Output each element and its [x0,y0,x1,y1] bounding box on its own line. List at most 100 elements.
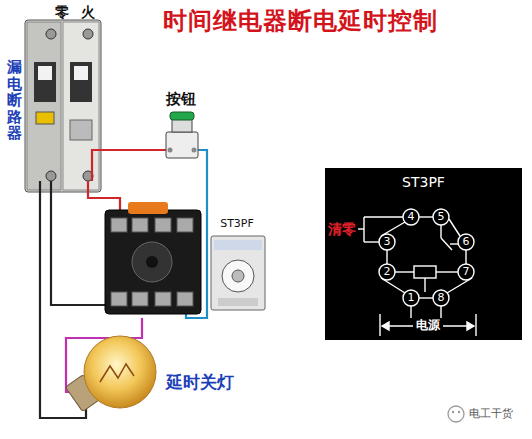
schematic-lines [433,209,449,225]
part-name: 按钮 [166,91,196,108]
pin-number: 2 [384,266,391,279]
schematic-lines [403,209,419,225]
pin-number: 8 [438,292,445,305]
leakage-breaker [70,120,92,140]
schematic-lines [414,266,436,278]
schematic-lines [379,314,380,336]
pin-number: 5 [438,211,445,224]
leakage-breaker [36,112,54,124]
leakage-breaker [83,29,93,39]
live-wire [88,181,120,212]
watermark-icon [458,411,460,413]
model-label: ST3PF [220,218,254,231]
leakage-breaker [63,22,99,190]
schematic-lines [436,271,458,272]
timer-module [214,240,262,250]
relay-socket [111,218,193,306]
schematic-lines [395,271,414,272]
schematic-lines [441,238,452,250]
lamp [84,336,156,408]
relay-socket [155,218,171,232]
timer-module [211,236,265,310]
schematic-lines [382,322,389,330]
schematic-lines [458,234,474,250]
schematic-lines [447,278,472,293]
timer-pin-panel: ST3PF [325,168,522,340]
push-button [168,148,173,153]
relay-socket [177,218,193,232]
leakage-breaker [25,20,101,192]
pin-number: 1 [408,292,415,305]
lamp-label: 延时关灯 [166,373,234,393]
leakage-breaker [34,62,56,102]
schematic-lines [433,290,449,306]
relay-socket [177,292,193,306]
schematic-lines [364,216,403,217]
pole-label: 零 [55,4,69,20]
timer-module [218,298,258,306]
push-button [166,112,198,158]
schematic-lines [475,314,476,336]
leakage-breaker [46,171,56,181]
device-name: 漏电断路器 [7,59,22,142]
schematic-lines [419,216,433,217]
schematic-lines [440,225,441,238]
leakage-breaker [46,29,56,39]
schematic-lines [449,219,460,236]
diagram-title: 时间继电器断电延时控制 [163,8,438,36]
schematic-lines [467,322,474,330]
panel-title: ST3PF [331,174,516,190]
push-button [192,148,197,153]
neutral-wire [51,181,112,305]
relay-socket [132,218,148,232]
pin-number: 7 [463,266,470,279]
lamp [100,364,134,382]
relay-socket [111,218,127,232]
relay-socket [105,210,201,314]
relay-socket [132,292,148,306]
live-wire [92,150,166,181]
relay-socket [105,202,201,314]
leakage-breaker [27,22,61,190]
schematic-lines [379,234,395,250]
pin-number: 6 [463,236,470,249]
schematic-lines [403,290,419,306]
leakage-breaker [38,66,52,80]
push-button [166,132,198,158]
schematic-lines [358,209,476,336]
watermark-icon [448,406,464,422]
timer-module [232,270,244,282]
timer-module [222,260,254,292]
leakage-breaker [70,62,92,102]
pole-label: 火 [81,4,95,20]
schematic-lines [419,297,433,298]
timer-module [211,236,265,310]
relay-socket [128,202,168,214]
schematic-lines [440,306,441,318]
watermark-icon [448,406,464,422]
schematic-lines [410,306,411,318]
watermark: 电工干货 [469,408,513,421]
leakage-breaker [74,66,88,80]
schematic-lines [465,250,466,264]
schematic-lines [364,241,379,242]
schematic-lines [424,278,425,292]
schematic-lines [450,243,458,244]
pin-number: 3 [384,236,391,249]
schematic-lines [358,228,364,229]
pin-number: 4 [408,211,415,224]
reset-label: 清零 [328,221,356,237]
schematic-lines [386,250,387,264]
relay-socket [146,256,158,268]
schematic-lines [379,264,395,280]
push-button [170,112,194,120]
relay-socket [111,292,127,306]
lamp [65,336,156,412]
schematic-lines [381,278,405,293]
watermark-icon [452,411,454,413]
relay-socket [155,292,171,306]
schematic-lines [381,222,405,236]
leakage-breaker [25,20,101,192]
schematic-lines [458,264,474,280]
